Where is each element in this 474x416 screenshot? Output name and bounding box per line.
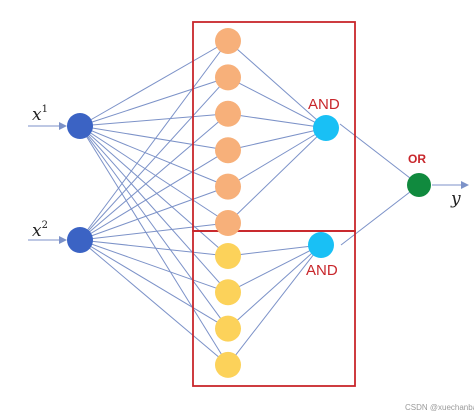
edge-input2-hidden-bottom-3 (79, 239, 229, 330)
or-gate-label: OR (408, 152, 426, 166)
input-superscript-1: 1 (42, 104, 48, 115)
watermark: CSDN @xuechanba (405, 403, 474, 412)
edge-hidden-top-6-and-top (227, 127, 327, 224)
edge-hidden-top-3-and-top (227, 113, 327, 129)
edge-input1-hidden-top-4 (79, 125, 229, 151)
input-node-2 (67, 227, 93, 253)
edge-hidden-bottom-1-and-bottom (227, 244, 322, 257)
or-node (407, 173, 431, 197)
edge-input2-hidden-bottom-1 (79, 239, 229, 257)
edge-input1-hidden-bottom-3 (79, 125, 229, 329)
input-label-x2: x2 (32, 220, 48, 241)
edge-input1-hidden-bottom-2 (79, 125, 229, 293)
edge-input2-hidden-bottom-4 (79, 239, 229, 366)
output-label-y: y (450, 189, 461, 209)
edge-hidden-bottom-3-and-bottom (227, 244, 322, 329)
hidden-node-bottom-2 (215, 279, 241, 306)
edge-and-top-or (339, 123, 420, 186)
edge-hidden-top-4-and-top (227, 127, 327, 151)
edge-input1-hidden-top-2 (79, 76, 229, 127)
hidden-node-top-1 (215, 28, 241, 54)
input-label-x1: x1 (32, 104, 48, 125)
hidden-node-bottom-4 (215, 351, 241, 378)
edge-input2-hidden-top-5 (79, 186, 229, 241)
edge-hidden-top-1-and-top (227, 40, 327, 129)
and-node-top (313, 115, 339, 141)
edge-input1-hidden-top-6 (79, 125, 229, 224)
connection-edges (79, 40, 420, 366)
hidden-node-top-3 (215, 100, 241, 127)
edge-input2-hidden-top-3 (79, 113, 229, 241)
input-node-1 (67, 113, 93, 139)
hidden-node-top-5 (215, 173, 241, 200)
edge-input1-hidden-bottom-1 (79, 125, 229, 257)
hidden-node-top-2 (215, 64, 241, 91)
hidden-node-top-6 (215, 210, 241, 236)
edge-input1-hidden-top-1 (79, 40, 229, 127)
edge-hidden-bottom-2-and-bottom (227, 244, 322, 293)
edge-input2-hidden-bottom-2 (79, 239, 229, 293)
edge-hidden-top-5-and-top (227, 127, 327, 188)
edge-and-bottom-or (340, 184, 420, 246)
hidden-node-bottom-1 (215, 243, 241, 269)
edge-input1-hidden-top-5 (79, 125, 229, 188)
edge-input1-hidden-top-3 (79, 113, 229, 127)
edge-input2-hidden-top-6 (79, 222, 229, 241)
and-group-box-bottom (192, 230, 356, 387)
and-gate-label-bottom: AND (306, 262, 338, 279)
edge-input1-hidden-bottom-4 (79, 125, 229, 366)
nodes (67, 28, 431, 378)
hidden-node-top-4 (215, 137, 241, 164)
and-node-bottom (308, 232, 334, 258)
hidden-node-bottom-3 (215, 315, 241, 342)
and-gate-label-top: AND (308, 96, 340, 113)
input-superscript-2: 2 (42, 220, 48, 231)
edge-hidden-top-2-and-top (227, 76, 327, 129)
edge-input2-hidden-top-2 (79, 77, 229, 241)
edge-hidden-bottom-4-and-bottom (227, 244, 322, 366)
edge-input2-hidden-top-4 (79, 149, 229, 241)
edge-input2-hidden-top-1 (79, 40, 229, 241)
arrows (28, 122, 469, 244)
